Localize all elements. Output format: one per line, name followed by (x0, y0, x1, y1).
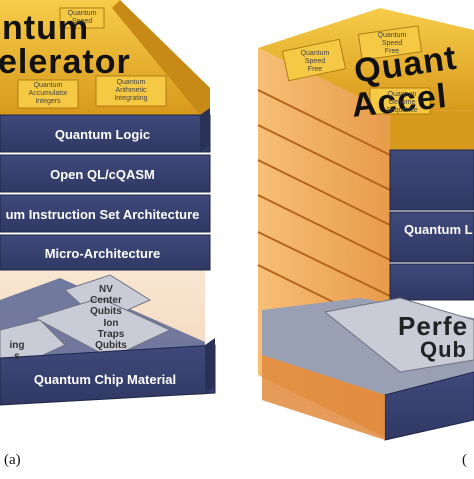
left-chip-material-band (0, 344, 216, 406)
left-chip-3-label: ing s (9, 340, 25, 362)
left-tile-3 (95, 75, 167, 107)
right-tile-1-label: Quantum Speed Free (300, 50, 330, 73)
right-layer-bands (389, 149, 474, 301)
right-chip-tile (323, 297, 474, 373)
right-chip-label-line2: Qub (420, 337, 467, 362)
left-chip-tile-ion (33, 297, 172, 359)
caption-a: (a) (4, 452, 21, 468)
left-layer-bands (0, 108, 211, 271)
left-accelerator-side (112, 0, 210, 115)
left-tile-1 (59, 7, 105, 29)
left-layer-openql: Open QL/cQASM (50, 167, 155, 182)
right-layer-quantum-logic: Quantum L (404, 222, 473, 237)
left-stack (0, 0, 216, 406)
left-tile-2 (17, 79, 79, 109)
left-layer-isa: um Instruction Set Architecture (5, 207, 200, 222)
right-stack (257, 8, 474, 441)
left-accelerator-tiles (17, 7, 167, 109)
right-accelerator-front (390, 110, 474, 150)
right-tile-3-label: Quantum Genome Sequence (386, 91, 418, 114)
left-tile-1-label: Quantum Speed (67, 10, 97, 25)
right-tile-2-label: Quantum Speed Free (377, 32, 407, 55)
right-accelerator-tiles (281, 25, 431, 115)
left-layer-quantum-logic: Quantum Logic (54, 127, 151, 142)
left-tile-3-label: Quantum Arithmetic Integrating (114, 79, 148, 102)
left-tile-2-label: Quantum Accumulator Integers (28, 82, 68, 105)
left-chip-nv-label: NV Center Qubits (90, 284, 122, 317)
left-chip-ion-label: Ion Traps Qubits (95, 318, 127, 351)
left-layer-chip-material: Quantum Chip Material (33, 372, 177, 387)
left-accelerator-title-line1: ntum (2, 9, 90, 47)
left-layer-micro-architecture: Micro-Architecture (44, 246, 161, 261)
right-chip-label-line1: Perfe (398, 311, 469, 341)
caption-b: ( (462, 452, 467, 468)
left-accelerator-title-line2: elerator (0, 43, 131, 81)
